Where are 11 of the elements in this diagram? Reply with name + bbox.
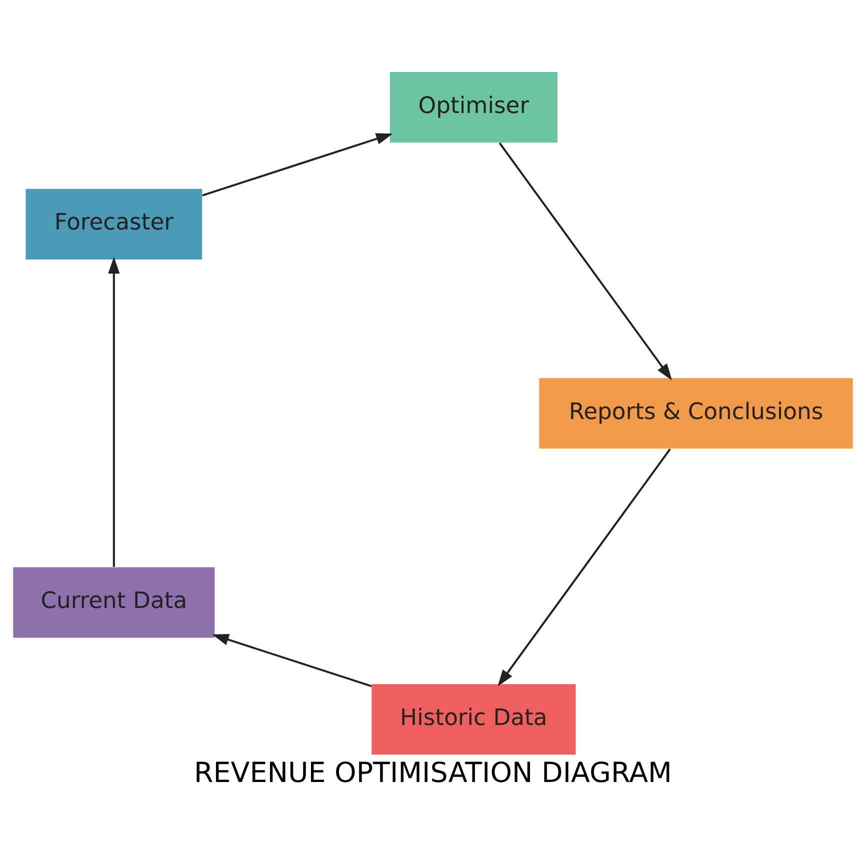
arrow [202,133,393,196]
node-box: Forecaster [26,188,202,260]
node-box: Historic Data [372,684,576,755]
node-box: Optimiser [390,72,558,143]
arrow [498,142,672,380]
node-box: Reports & Conclusions [539,378,853,449]
node-box: Current Data [13,567,215,638]
diagram-title: REVENUE OPTIMISATION DIAGRAM [194,756,672,789]
arrow [108,256,120,567]
arrow [212,634,372,688]
arrow [498,448,671,686]
